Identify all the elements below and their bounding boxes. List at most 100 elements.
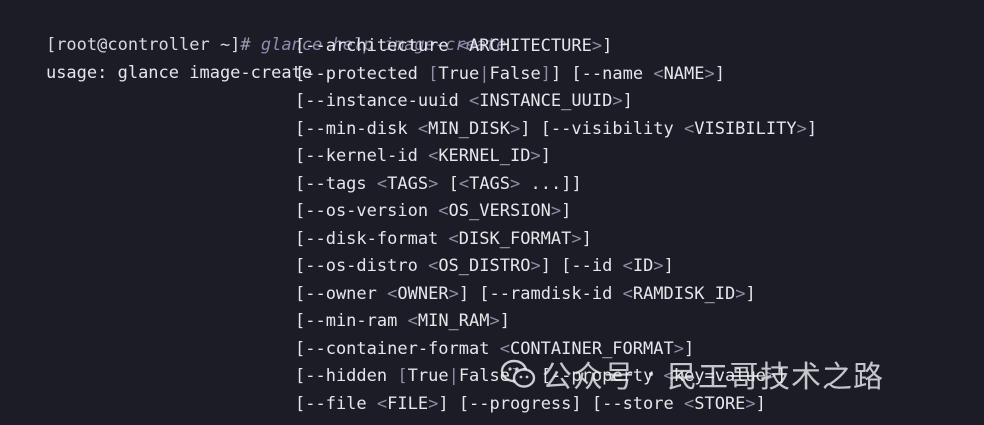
argument-text: [--file [295,393,377,414]
usage-label: usage: glance image-create [45,63,323,83]
argument-text: [--min-ram [295,311,408,331]
delimiter: < [622,283,633,304]
usage-line-text: [--hidden [True|False] ] [--property <key… [295,363,786,390]
usage-line-text: [--os-version <OS_VERSION>] [295,198,571,225]
delimiter: < [458,36,470,56]
argument-text: NAME [663,63,705,84]
delimiter: > [745,393,756,414]
argument-text: [--hidden [295,366,398,386]
usage-line-text: [--min-disk <MIN_DISK>] [--visibility <V… [295,116,817,143]
argument-text: [ [438,173,459,194]
argument-text: ] [714,63,726,84]
usage-line-text: [--os-distro <OS_DISTRO>] [--id <ID>] [295,253,674,280]
delimiter: > [704,63,715,84]
delimiter: < [448,228,459,249]
delimiter: > [612,91,623,111]
argument-text: RAMDISK_ID [632,283,736,304]
delimiter: | [448,366,459,386]
argument-text: ] [755,393,766,414]
delimiter: > [530,256,541,276]
argument-text: ] [540,146,551,166]
delimiter: ] [540,63,551,84]
delimiter: > [550,201,562,221]
argument-text: ] [602,36,613,56]
argument-text: [--os-distro [295,256,429,276]
delimiter: [ [397,366,408,386]
delimiter: < [376,393,388,414]
delimiter: < [683,118,695,139]
delimiter: > [796,118,807,139]
delimiter: > [428,393,439,414]
argument-text: ARCHITECTURE [469,36,592,56]
argument-text: [--os-version [295,201,439,221]
argument-text: ] [622,91,633,111]
usage-line-text: [--container-format <CONTAINER_FORMAT>] [295,336,694,363]
delimiter: > [428,173,439,194]
usage-line-text: [--tags <TAGS> [<TAGS> ...]] [295,171,582,198]
delimiter: > [489,311,500,331]
delimiter: < [428,256,439,276]
argument-text: KERNEL_ID [438,146,531,166]
usage-line-text: [--architecture <ARCHITECTURE>] [295,33,612,60]
argument-text: [--instance-uuid [295,91,469,111]
argument-text: INSTANCE_UUID [479,91,613,111]
delimiter: [ [428,63,439,84]
shell-prompt: [root@controller ~] [45,35,241,55]
delimiter: < [407,311,418,331]
argument-text: ] [--ramdisk-id [458,283,623,304]
delimiter: > [591,36,603,56]
argument-text: ] [--progress] [--store [438,393,684,414]
argument-text: [--disk-format [295,228,449,249]
delimiter: < [417,118,429,139]
delimiter: > [571,228,582,249]
delimiter: < [663,366,674,386]
usage-line-text: [--disk-format <DISK_FORMAT>] [295,226,592,253]
argument-text: ] [776,366,787,386]
argument-text: ] [806,118,818,139]
delimiter: < [499,338,510,359]
argument-text: key=value [673,366,766,386]
argument-text: ] [581,228,592,249]
argument-text: ] [--name [550,63,654,84]
delimiter: < [428,146,439,166]
argument-text: VISIBILITY [694,118,797,139]
argument-text: OS_DISTRO [438,256,531,276]
prompt-line: [root@controller ~]# glance help image-c… [5,5,507,55]
argument-text: True [407,366,449,386]
argument-text: MIN_DISK [428,118,510,139]
delimiter: > [735,283,746,304]
delimiter: < [387,283,398,304]
argument-text: [--owner [295,283,388,304]
argument-text: [--tags [295,173,377,194]
usage-line-text: [--kernel-id <KERNEL_ID>] [295,143,551,170]
usage-line-text: [--owner <OWNER>] [--ramdisk-id <RAMDISK… [295,281,756,308]
argument-text: FILE [387,393,429,414]
usage-label-line: usage: glance image-create [5,33,322,83]
argument-text: ...]] [520,173,582,194]
argument-text: TAGS [387,173,429,194]
usage-line-text: [--instance-uuid <INSTANCE_UUID>] [295,88,633,115]
delimiter: > [673,338,684,359]
delimiter: < [683,393,695,414]
delimiter: < [469,91,480,111]
delimiter: < [458,173,470,194]
argument-text: False [489,63,541,84]
delimiter: < [376,173,388,194]
argument-text: [--kernel-id [295,146,429,166]
delimiter: | [479,63,490,84]
argument-text: TAGS [469,173,511,194]
argument-text: ] [--visibility [520,118,684,139]
argument-text: ] [--property [520,366,664,386]
argument-text: ] [--id [540,256,623,276]
delimiter: < [653,63,664,84]
argument-text: ] [561,201,572,221]
prompt-hash: # [240,35,261,55]
delimiter: < [622,256,633,276]
argument-text: [--architecture [295,36,459,56]
argument-text: ] [663,256,674,276]
argument-text: ID [632,256,654,276]
argument-text: [--container-format [295,338,500,359]
argument-text: False [458,366,510,386]
argument-text: ] [745,283,756,304]
